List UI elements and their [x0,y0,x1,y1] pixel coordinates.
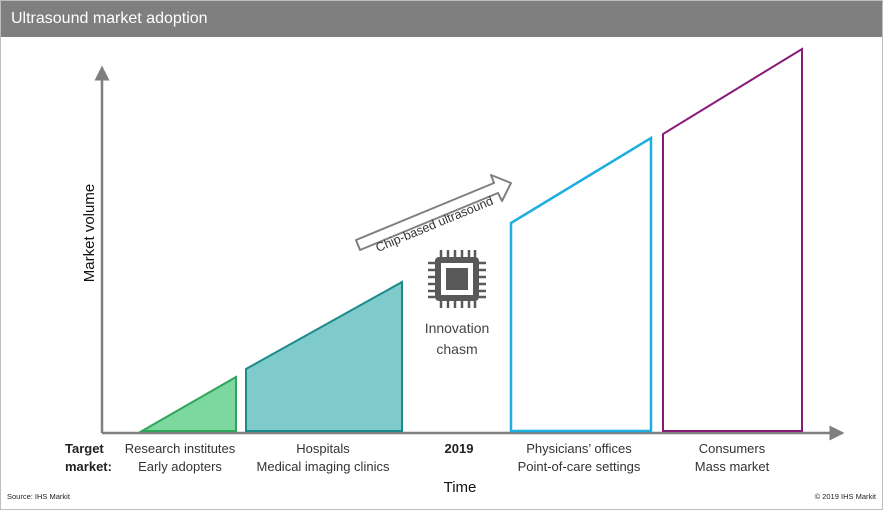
year-label: 2019 [445,441,474,456]
chip-based-arrow: Chip-based ultrasound [355,174,512,255]
segment-label-physicians-line2: Point-of-care settings [518,459,641,474]
segment-shape-physicians [509,135,653,433]
copyright-note: © 2019 IHS Markit [814,492,876,501]
page-title: Ultrasound market adoption [11,10,208,27]
segment-shape-hospitals [245,280,403,432]
segment-label-consumers-line1: Consumers [699,441,766,456]
segment-label-research-line2: Early adopters [138,459,222,474]
segment-shape-research [138,375,237,432]
chip-icon [428,250,486,308]
segment-label-hospitals-line1: Hospitals [296,441,350,456]
x-axis-label: Time [444,479,477,496]
segment-shape-consumers [662,47,803,432]
segment-label-physicians-line1: Physicians’ offices [526,441,632,456]
chasm-label-line2: chasm [436,341,477,357]
title-bar: Ultrasound market adoption [1,1,882,37]
target-market-label-line1: Target [65,441,104,456]
source-note: Source: IHS Markit [7,492,70,501]
chasm-label-line1: Innovation [425,320,490,336]
target-market-label-line2: market: [65,459,112,474]
segment-label-consumers-line2: Mass market [695,459,770,474]
segment-label-hospitals-line2: Medical imaging clinics [257,459,390,474]
y-axis-label: Market volume [81,184,98,282]
segment-label-research-line1: Research institutes [125,441,236,456]
